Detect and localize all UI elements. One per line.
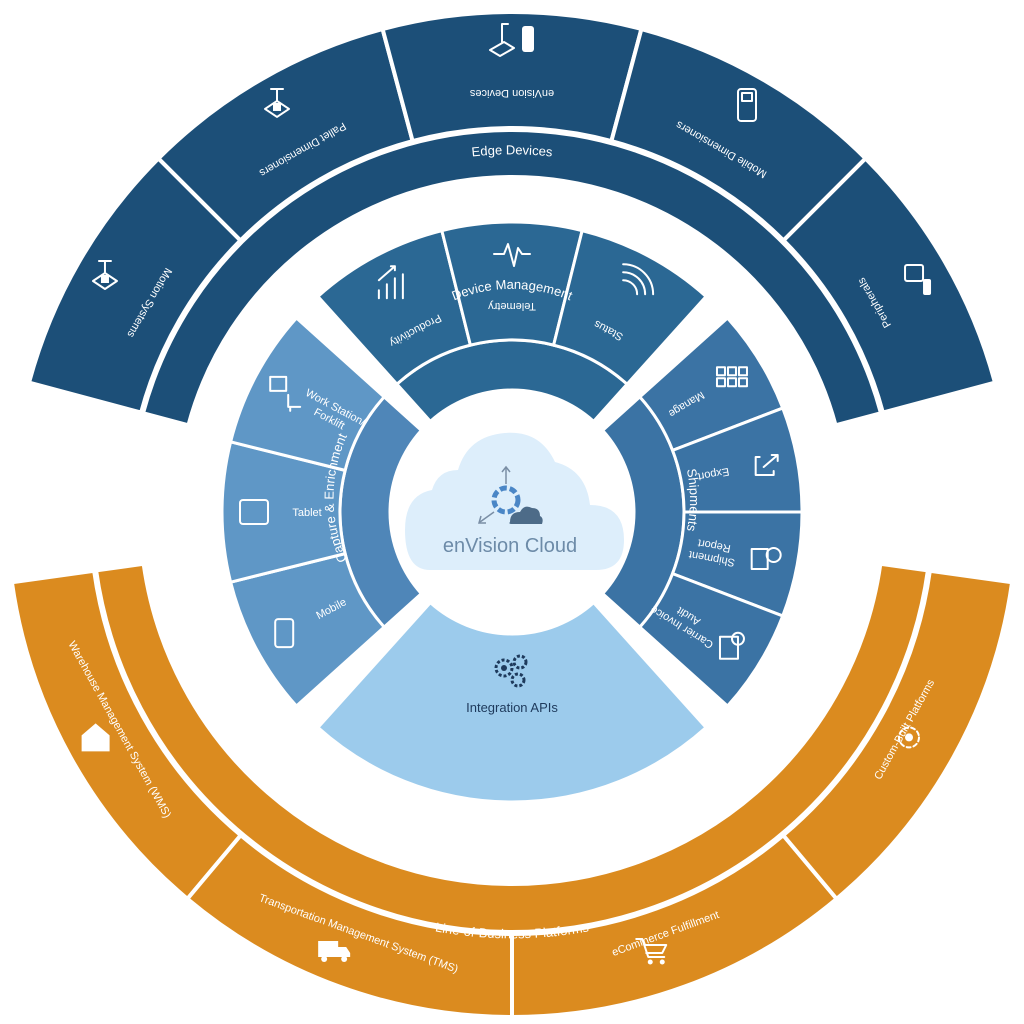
edge-item-label: enVision Devices [469, 87, 554, 99]
peripherals-icon [904, 264, 932, 295]
telemetry-pulse-icon [493, 243, 531, 267]
edge-item-3[interactable]: Mobile Dimensioners [608, 26, 869, 244]
status-signal-icon [622, 263, 655, 296]
cloud-shape [405, 432, 624, 570]
edge-item-4[interactable]: Peripherals [780, 155, 998, 416]
lob-item-segment [184, 832, 514, 1020]
shipments-item-segment [637, 571, 785, 709]
workstation-forklift-icon [269, 375, 302, 412]
device-management-item-label: Telemetry [488, 300, 536, 312]
lob-platforms-ring: Warehouse Management System (WMS)Transpo… [9, 561, 1015, 1020]
edge-item-segment [780, 155, 998, 416]
truck-icon [318, 940, 351, 962]
shipments-band-label: Shipments [684, 467, 702, 533]
tablet-icon [239, 499, 269, 525]
lob-item-segment [780, 568, 1015, 902]
edge-item-1[interactable]: Pallet Dimensioners [155, 26, 416, 244]
custom-gear-icon [898, 726, 921, 749]
capture-item-segment [228, 315, 387, 473]
capture-item-2[interactable]: Work Station/Forklift [228, 315, 387, 473]
cloud-title: enVision Cloud [443, 535, 577, 557]
capture-item-0[interactable]: Mobile [228, 551, 387, 709]
mobile-dimensioner-icon [737, 87, 757, 122]
capture-item-label: Tablet [292, 507, 321, 519]
pallet-dimensioner-icon [264, 87, 290, 118]
shipments-item-3[interactable]: Carrier InvoiceAudit [637, 571, 785, 709]
shipments-item-label: Export [697, 465, 730, 483]
device-management-item-segment [551, 228, 709, 387]
device-management-quadrant: Productivity Telemetry Status [315, 220, 709, 424]
cloud-logo-icon [478, 465, 543, 524]
integration-apis-segment[interactable]: Integration APIs [466, 654, 558, 715]
gears-icon [494, 654, 528, 688]
productivity-chart-icon [377, 265, 404, 300]
device-management-item-0[interactable]: Productivity [315, 228, 473, 387]
shipment-report-icon [750, 547, 782, 571]
manage-grid-icon [715, 366, 748, 388]
integration-apis-shape [315, 600, 709, 804]
inner-ring: Productivity Telemetry StatusManageExportS… [220, 220, 804, 804]
lob-item-segment [510, 832, 840, 1020]
capture-quadrant: Mobile Tablet Work Station/Forklift [220, 315, 424, 709]
lob-band-label: Line-of-Business Platforms [434, 919, 590, 941]
integration-apis-label: Integration APIs [466, 700, 558, 715]
warehouse-icon [81, 723, 110, 752]
lob-item-3[interactable]: Custom-Built Platforms [780, 568, 1015, 902]
envision-cloud: enVision Cloud [405, 432, 624, 570]
cart-icon [635, 937, 668, 965]
mobile-phone-icon [274, 618, 295, 649]
device-management-item-2[interactable]: Status [551, 228, 709, 387]
edge-devices-band-label: Edge Devices [471, 142, 554, 159]
edge-item-2[interactable]: enVision Devices [380, 10, 644, 144]
lob-item-segment [9, 568, 244, 902]
motion-systems-icon [91, 260, 118, 290]
edge-item-segment [380, 10, 644, 144]
lob-item-2[interactable]: eCommerce Fulfillment [510, 832, 840, 1020]
envision-devices-icon [489, 23, 534, 57]
export-icon [754, 453, 779, 476]
invoice-audit-icon [718, 631, 745, 660]
capture-item-1[interactable]: Tablet [220, 440, 347, 584]
